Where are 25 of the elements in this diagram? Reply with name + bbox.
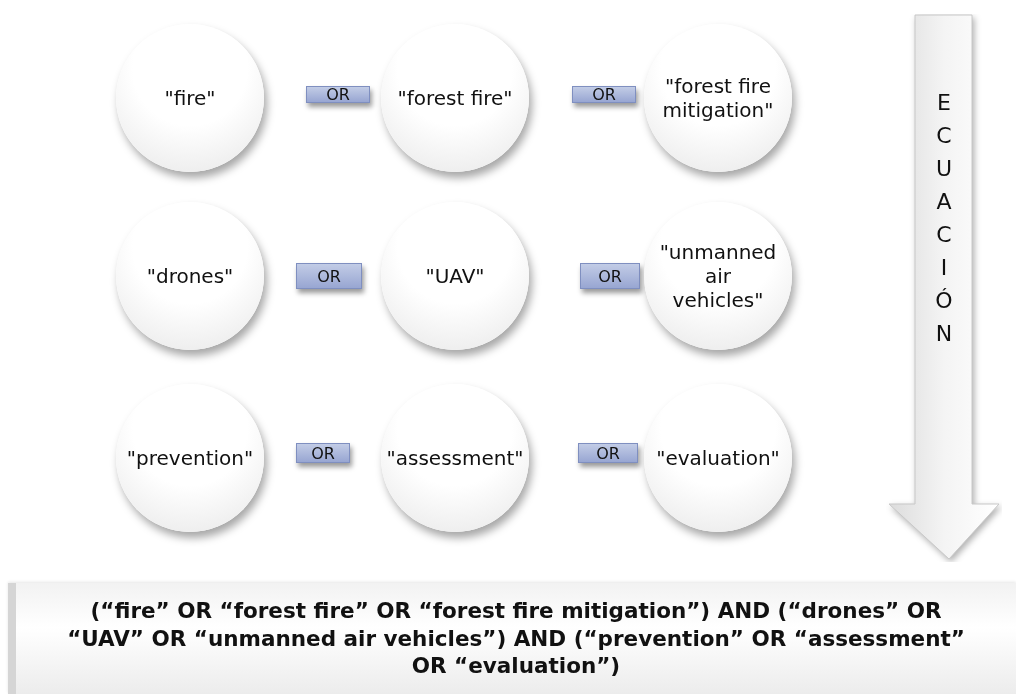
operator-box <box>578 443 638 463</box>
operator-box <box>306 86 370 103</box>
term-label: "forest fire" <box>396 86 514 110</box>
operator-box <box>572 86 636 103</box>
operator-label: OR <box>596 443 620 463</box>
operator-label: OR <box>311 443 335 463</box>
term-label: "fire" <box>163 86 217 110</box>
arrow-label: ECUACIÓN <box>935 89 953 348</box>
operator-box <box>296 263 362 289</box>
equation-banner <box>8 583 1016 694</box>
operator-label: OR <box>317 266 341 286</box>
term-label: "prevention" <box>125 446 255 470</box>
term-label: "forest fire mitigation" <box>661 74 775 122</box>
operator-box <box>580 263 640 289</box>
operator-label: OR <box>326 85 350 104</box>
term-label: "evaluation" <box>655 446 781 470</box>
operator-label: OR <box>592 85 616 104</box>
equation-text: (“fire” OR “forest fire” OR “forest fire mitigation”) AND (“drones” OR “UAV” OR “unmanned air vehicles”) AND (“prevention” OR “assessment” OR “evaluation”) <box>66 596 966 681</box>
operator-label: OR <box>598 266 622 286</box>
term-label: "drones" <box>145 264 235 288</box>
down-arrow <box>886 14 1002 562</box>
term-label: "assessment" <box>385 446 525 470</box>
term-label: "UAV" <box>424 264 486 288</box>
term-label: "unmanned air vehicles" <box>658 240 778 312</box>
operator-box <box>296 443 350 463</box>
